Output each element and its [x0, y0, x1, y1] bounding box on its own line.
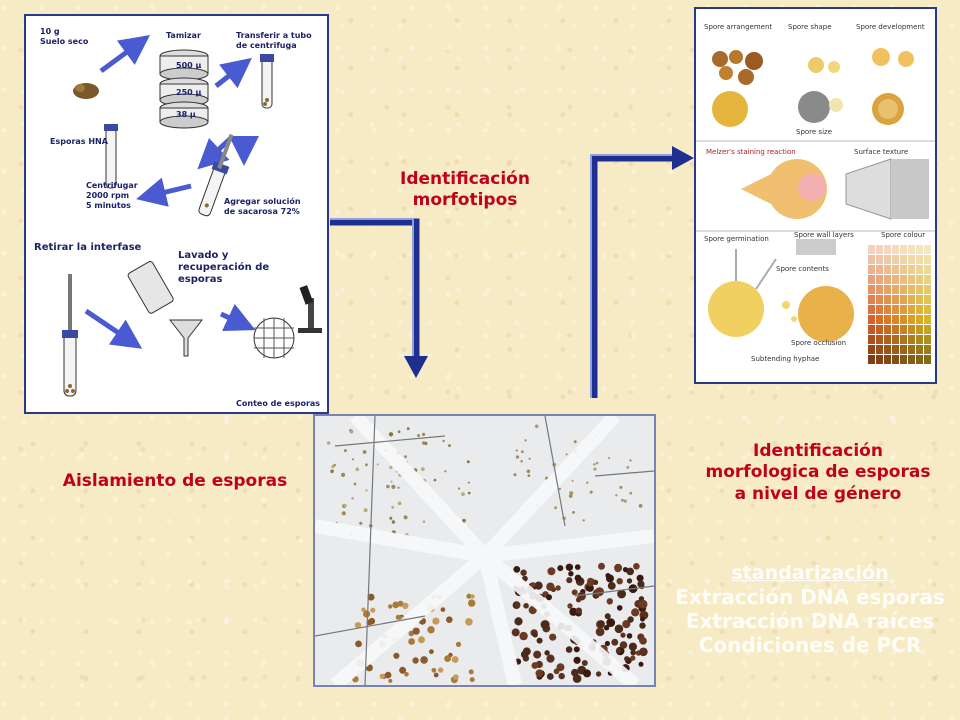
spore-isolation-protocol-figure: 500 μ 250 μ 38 μ	[24, 14, 329, 414]
interface-label: Retirar la interfase	[34, 242, 142, 253]
spore-development-illustration	[872, 48, 914, 125]
microscope-icon	[298, 285, 322, 333]
pipette-tube-icon	[198, 133, 234, 217]
arrowhead-down-icon	[404, 356, 428, 378]
label-spore-contents: Spore contents	[776, 265, 829, 273]
note-dna-spores: Extracción DNA esporas	[675, 584, 945, 609]
spore-wall-layers-illustration	[782, 239, 854, 342]
standardization-title: standarización	[731, 562, 889, 584]
label-spore-size: Spore size	[796, 128, 832, 136]
spores-label: Esporas HNA	[50, 137, 109, 146]
label-spore-arrangement: Spore arrangement	[704, 23, 772, 31]
centrifuge-tube-icon	[260, 54, 274, 109]
melzer-reaction-illustration	[741, 159, 827, 220]
arrow-to-micrograph	[330, 218, 420, 356]
label-spore-germination: Spore germination	[704, 235, 769, 243]
wash-bottle-icon	[127, 261, 174, 314]
note-dna-roots: Extracción DNA raíces	[685, 608, 935, 633]
surface-texture-illustration	[845, 158, 929, 220]
interface-tube-icon	[62, 274, 78, 397]
flow-arrows	[84, 35, 259, 349]
counting-grid-icon	[253, 317, 295, 359]
label-spore-development: Spore development	[856, 23, 925, 31]
spore-arrangement-illustration	[712, 50, 763, 127]
count-label: Conteo de esporas	[236, 399, 320, 408]
spore-dots	[326, 424, 649, 684]
label-subtending-hyphae: Subtending hyphae	[751, 355, 819, 363]
grid-lines	[315, 416, 654, 685]
sieve-size-label: 38 μ	[176, 110, 196, 119]
spores-tube-icon	[104, 124, 118, 189]
spore-morphology-figure: Spore arrangement Spore shape Spore deve…	[694, 7, 937, 384]
spore-germination-illustration	[708, 249, 777, 337]
spore-micrograph-photo	[313, 414, 656, 687]
heading-aislamiento: Aislamiento de esporas	[62, 471, 288, 491]
sieve-size-label: 250 μ	[176, 88, 201, 97]
arrowhead-right-icon	[672, 146, 694, 170]
label-surface-texture: Surface texture	[854, 148, 908, 156]
label-spore-shape: Spore shape	[788, 23, 832, 31]
label-spore-colour: Spore colour	[881, 231, 925, 239]
sieve-size-label: 500 μ	[176, 61, 201, 70]
spore-colour-chart	[868, 245, 931, 364]
label-spore-wall-layers: Spore wall layers	[794, 231, 854, 239]
filter-mesh-lines	[315, 416, 654, 685]
sieve-label: Tamizar	[166, 31, 201, 40]
funnel-icon	[168, 319, 204, 357]
soil-sample	[73, 83, 99, 99]
sieve-stack	[159, 49, 209, 129]
label-melzer: Melzer's staining reaction	[706, 148, 796, 156]
standardization-notes: standarización Extracción DNA esporas Ex…	[664, 562, 956, 657]
spore-shape-illustration	[798, 57, 843, 123]
label-spore-occlusion: Spore occlusion	[791, 339, 846, 347]
note-pcr: Condiciones de PCR	[698, 632, 922, 657]
arrow-to-morphology	[590, 154, 672, 398]
